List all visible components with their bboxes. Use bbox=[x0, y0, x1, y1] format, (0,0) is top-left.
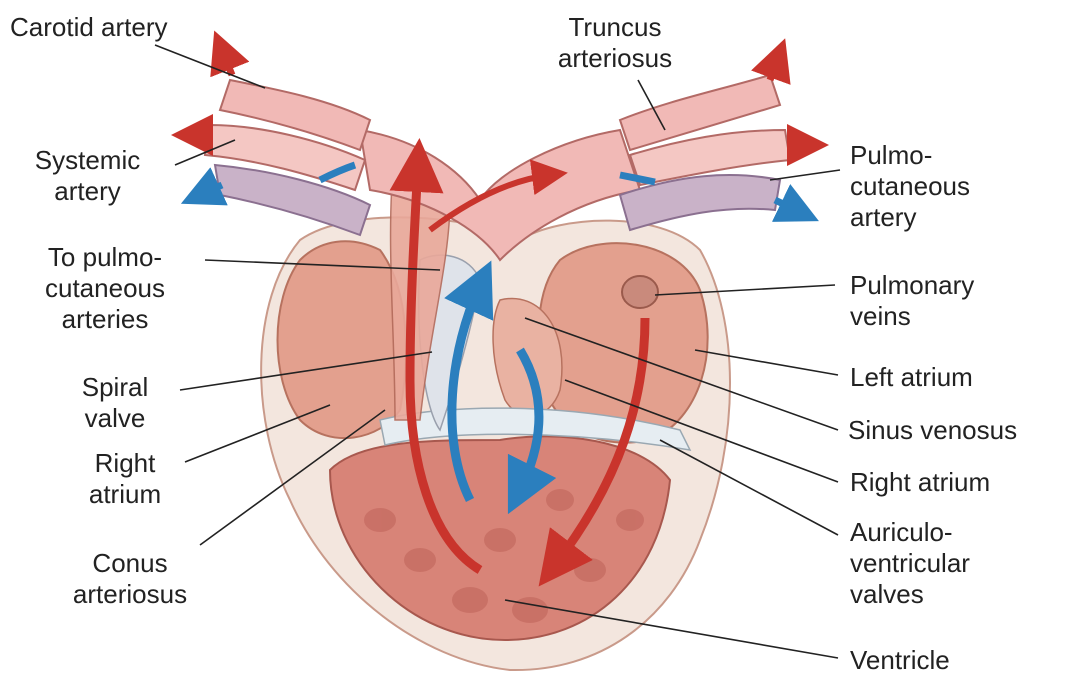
label-pulmocutaneous-artery: Pulmo- cutaneous artery bbox=[850, 140, 970, 233]
label-pulmonary-veins: Pulmonary veins bbox=[850, 270, 974, 332]
label-carotid-artery: Carotid artery bbox=[10, 12, 168, 43]
label-to-pulmocutaneous-arteries: To pulmo- cutaneous arteries bbox=[15, 242, 195, 335]
label-spiral-valve: Spiral valve bbox=[55, 372, 175, 434]
label-truncus-arteriosus: Truncus arteriosus bbox=[535, 12, 695, 74]
label-auriculoventricular-valves: Auriculo- ventricular valves bbox=[850, 517, 970, 610]
pulmonary-vein-opening bbox=[622, 276, 658, 308]
label-right-atrium-right: Right atrium bbox=[850, 467, 990, 498]
leader-pulmocutaneous bbox=[770, 170, 840, 180]
right-atrium-shape bbox=[278, 241, 406, 438]
label-sinus-venosus: Sinus venosus bbox=[848, 415, 1017, 446]
label-left-atrium: Left atrium bbox=[850, 362, 973, 393]
label-conus-arteriosus: Conus arteriosus bbox=[55, 548, 205, 610]
label-right-atrium-left: Right atrium bbox=[65, 448, 185, 510]
label-systemic-artery: Systemic artery bbox=[10, 145, 165, 207]
label-ventricle: Ventricle bbox=[850, 645, 950, 676]
leader-carotid bbox=[155, 45, 265, 88]
